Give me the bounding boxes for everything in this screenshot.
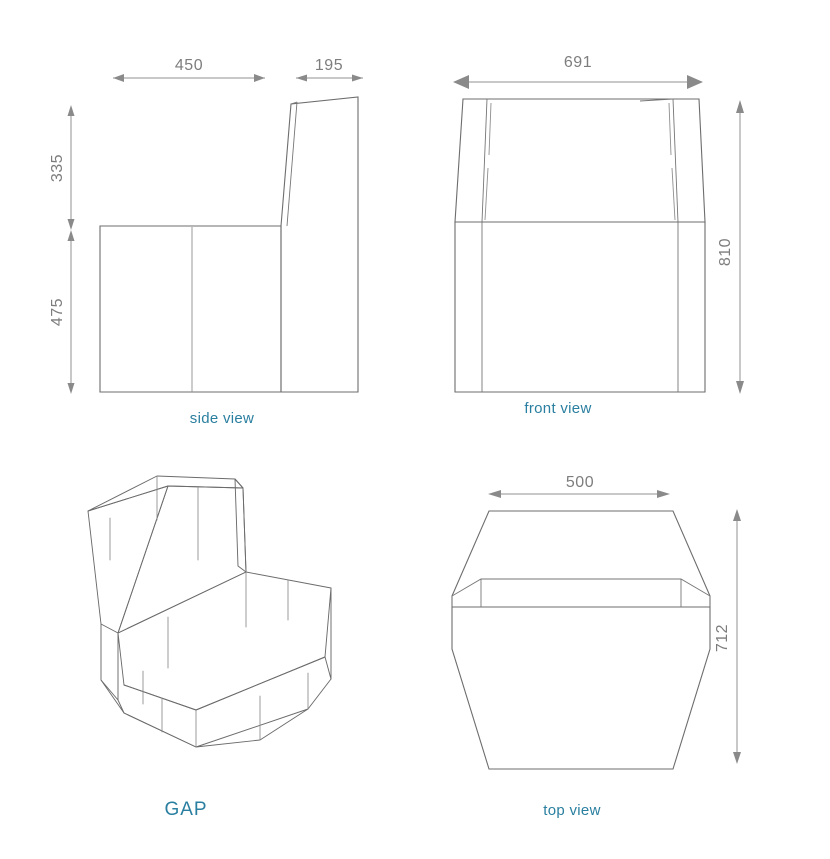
gap-seat-front-edge: [123, 656, 326, 711]
dimension-475-text: 475: [49, 298, 66, 326]
side-backrest-panel: [280, 96, 359, 393]
dimension-335-arrow-top: [67, 105, 75, 116]
dimension-810: 810: [717, 100, 744, 394]
dimension-500-arrow-right: [657, 490, 670, 498]
gap-base-left-lower-2: [117, 699, 125, 714]
top-view-label: top view: [543, 802, 600, 819]
front-view-group: 691 810: [453, 54, 744, 417]
dimension-712-arrow-bottom: [733, 752, 741, 764]
dimension-712: 712: [714, 509, 741, 764]
dimension-450-arrow-left: [113, 74, 124, 82]
dimension-691: 691: [453, 54, 703, 89]
gap-wireframe: [87, 475, 332, 748]
side-backrest-top-edge: [290, 101, 298, 105]
front-view-geometry: [454, 98, 706, 393]
side-view-group: 450 195 335 475: [49, 57, 363, 427]
dimension-450-arrow-right: [254, 74, 265, 82]
front-top-notch: [639, 98, 674, 102]
gap-backrest-right-edge: [234, 478, 247, 573]
dimension-335: 335: [49, 105, 75, 230]
dimension-712-text: 712: [714, 624, 731, 652]
gap-backrest-left-panel: [87, 485, 169, 634]
dimension-810-arrow-bottom: [736, 381, 744, 394]
dimension-475-arrow-top: [67, 230, 75, 241]
front-backrest-seam-right: [672, 98, 679, 223]
front-seat-base-outline: [454, 221, 706, 393]
front-inner-line-right-lower: [671, 167, 676, 221]
gap-seat-top-face: [117, 571, 332, 711]
front-backrest-seam-left: [481, 98, 488, 223]
dimension-810-arrow-top: [736, 100, 744, 113]
dimension-500-arrow-left: [488, 490, 501, 498]
gap-backrest-front-face: [117, 485, 247, 634]
dimension-712-arrow-top: [733, 509, 741, 521]
front-backrest-outline: [454, 98, 706, 223]
dimension-195-arrow-left: [296, 74, 307, 82]
dimension-691-arrow-left: [453, 75, 469, 89]
dimension-195-arrow-right: [352, 74, 363, 82]
top-view-geometry: [451, 510, 711, 770]
gap-base-silhouette: [100, 623, 332, 748]
top-backrest-band-upper: [451, 578, 711, 597]
side-seat-block: [99, 225, 282, 393]
dimension-691-arrow-right: [687, 75, 703, 89]
top-view-group: 500 712 top view: [451, 474, 741, 819]
side-view-geometry: [99, 96, 359, 393]
dimension-195-text: 195: [315, 57, 343, 74]
front-inner-line-left-lower: [484, 167, 489, 221]
gap-base-front-sweep: [123, 708, 309, 748]
dimension-500: 500: [488, 474, 670, 498]
dimension-691-text: 691: [564, 54, 592, 71]
dimension-195: 195: [296, 57, 363, 82]
front-inner-line-right-upper: [668, 102, 672, 156]
front-view-label: front view: [524, 400, 591, 417]
dimension-335-text: 335: [49, 154, 66, 182]
dimension-450-text: 450: [175, 57, 203, 74]
gap-base-left-lower: [100, 679, 119, 701]
front-inner-line-left-upper: [488, 102, 492, 156]
dimension-475: 475: [49, 230, 75, 394]
dimension-450: 450: [113, 57, 265, 82]
dimension-335-arrow-bottom: [67, 219, 75, 230]
dimension-500-text: 500: [566, 474, 594, 491]
top-outer-plan: [451, 510, 711, 770]
dimension-475-arrow-bottom: [67, 383, 75, 394]
side-backrest-seam: [286, 101, 298, 227]
gap-label: GAP: [164, 799, 207, 820]
dimension-810-text: 810: [717, 238, 734, 266]
side-view-label: side view: [190, 410, 254, 427]
gap-perspective-group: GAP: [87, 475, 332, 820]
